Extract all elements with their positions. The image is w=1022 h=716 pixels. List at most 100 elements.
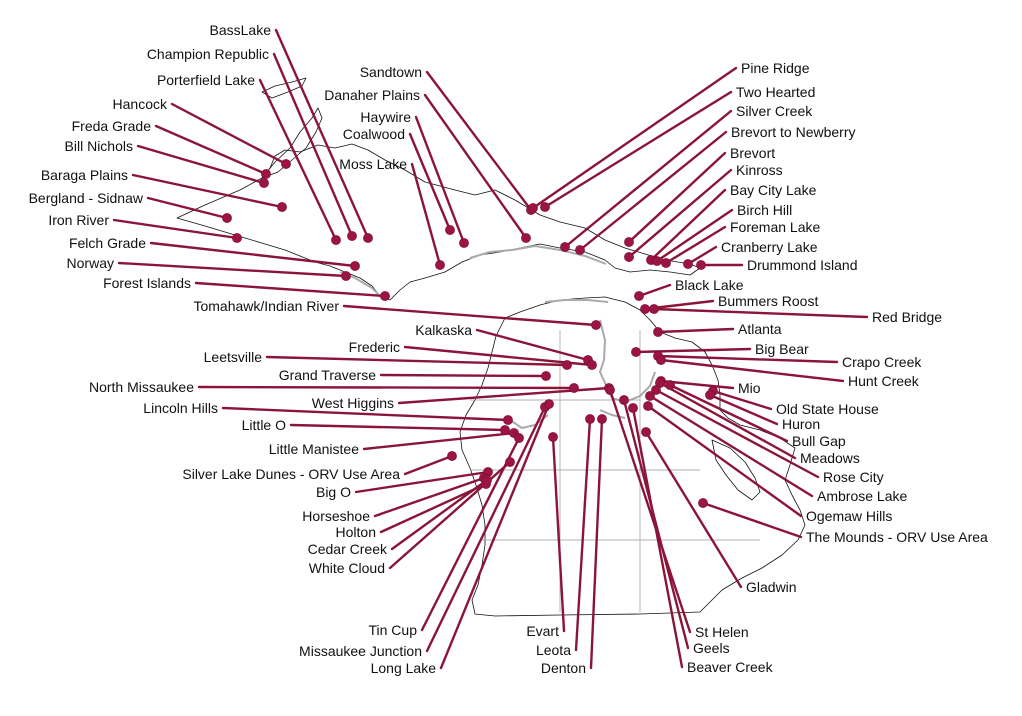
trail-marker-beaver-creek[interactable] <box>628 403 638 413</box>
trail-label-north-missaukee: North Missaukee <box>89 379 194 395</box>
leader-line-lincoln-hills <box>221 406 510 422</box>
trail-label-black-lake: Black Lake <box>675 277 744 293</box>
trail-label-ambrose-lake: Ambrose Lake <box>817 488 907 504</box>
trail-label-frederic: Frederic <box>349 339 400 355</box>
leader-line-old-state-house <box>711 389 773 411</box>
trail-marker-champion-republic[interactable] <box>347 231 357 241</box>
trail-marker-foreman-lake[interactable] <box>661 258 671 268</box>
trail-marker-moss-lake[interactable] <box>435 260 445 270</box>
trail-marker-two-hearted[interactable] <box>540 202 550 212</box>
trail-marker-haywire[interactable] <box>459 238 469 248</box>
trail-marker-porterfield-lake[interactable] <box>331 235 341 245</box>
leader-line-pine-ridge <box>531 66 738 210</box>
trail-marker-silver-lake-dunes-orv-use-area[interactable] <box>447 451 457 461</box>
leader-line-silver-lake-dunes-orv-use-area <box>403 454 454 476</box>
leader-line-sandtown <box>425 70 533 212</box>
trail-marker-baraga-plains[interactable] <box>277 202 287 212</box>
trail-marker-kinross[interactable] <box>624 252 634 262</box>
trail-marker-brevort[interactable] <box>624 237 634 247</box>
trail-marker-evart[interactable] <box>548 432 558 442</box>
trail-marker-iron-river[interactable] <box>232 233 242 243</box>
trail-marker-bergland-sidnaw[interactable] <box>222 213 232 223</box>
trail-marker-grand-traverse[interactable] <box>541 371 551 381</box>
trail-marker-coalwood[interactable] <box>445 225 455 235</box>
leader-line-missaukee-junction <box>425 405 547 653</box>
trail-marker-black-lake[interactable] <box>634 291 644 301</box>
leader-line-leota <box>574 417 592 652</box>
trail-marker-white-cloud[interactable] <box>505 457 515 467</box>
trail-marker-north-missaukee[interactable] <box>569 383 579 393</box>
trail-marker-hunt-creek[interactable] <box>656 355 666 365</box>
trail-marker-leota[interactable] <box>585 414 595 424</box>
leader-line-forest-islands <box>194 281 387 298</box>
trail-marker-st-helen[interactable] <box>605 385 615 395</box>
coastline-3 <box>261 77 307 99</box>
trail-marker-atlanta[interactable] <box>653 327 663 337</box>
trail-marker-little-o[interactable] <box>500 425 510 435</box>
trail-label-crapo-creek: Crapo Creek <box>842 354 922 370</box>
trail-marker-red-bridge[interactable] <box>649 304 659 314</box>
trail-marker-felch-grade[interactable] <box>350 261 360 271</box>
trail-marker-gladwin[interactable] <box>641 427 651 437</box>
trail-marker-ambrose-lake[interactable] <box>645 391 655 401</box>
trail-marker-norway[interactable] <box>341 271 351 281</box>
leader-line-red-bridge <box>652 307 869 319</box>
trail-label-champion-republic: Champion Republic <box>147 46 269 62</box>
trail-marker-hancock[interactable] <box>281 159 291 169</box>
trail-marker-basslake[interactable] <box>363 233 373 243</box>
trail-marker-denton[interactable] <box>597 414 607 424</box>
trail-marker-big-bear[interactable] <box>631 347 641 357</box>
trail-marker-rose-city[interactable] <box>651 385 661 395</box>
trail-label-big-o: Big O <box>316 484 351 500</box>
trail-marker-long-lake[interactable] <box>544 399 554 409</box>
trail-marker-danaher-plains[interactable] <box>521 233 531 243</box>
trail-label-little-o: Little O <box>242 417 286 433</box>
trail-label-hunt-creek: Hunt Creek <box>848 373 920 389</box>
leader-line-long-lake <box>439 402 551 670</box>
trail-label-tomahawk-indian-river: Tomahawk/Indian River <box>193 298 339 314</box>
leader-line-ambrose-lake <box>648 394 814 498</box>
trail-marker-freda-grade[interactable] <box>261 169 271 179</box>
trail-marker-silver-creek[interactable] <box>560 242 570 252</box>
trail-marker-the-mounds-orv-use-area[interactable] <box>698 498 708 508</box>
trail-label-leetsville: Leetsville <box>204 349 263 365</box>
trail-label-baraga-plains: Baraga Plains <box>41 167 128 183</box>
trail-marker-geels[interactable] <box>619 395 629 405</box>
trail-marker-bull-gap[interactable] <box>665 380 675 390</box>
trail-marker-leetsville[interactable] <box>562 360 572 370</box>
trail-marker-tin-cup[interactable] <box>514 433 524 443</box>
trail-label-kinross: Kinross <box>736 162 783 178</box>
leader-line-evart <box>551 435 566 633</box>
trail-label-two-hearted: Two Hearted <box>736 84 815 100</box>
trail-marker-huron[interactable] <box>705 390 715 400</box>
leader-line-haywire <box>414 115 466 245</box>
trail-marker-birch-hill[interactable] <box>652 256 662 266</box>
trail-label-long-lake: Long Lake <box>371 660 437 676</box>
trail-marker-drummond-island[interactable] <box>696 260 706 270</box>
trail-label-bull-gap: Bull Gap <box>792 433 846 449</box>
trail-label-bummers-roost: Bummers Roost <box>718 293 818 309</box>
trail-label-brevort-to-newberry: Brevort to Newberry <box>731 124 855 140</box>
trail-marker-cedar-creek[interactable] <box>482 475 492 485</box>
trail-label-felch-grade: Felch Grade <box>69 235 146 251</box>
trail-marker-forest-islands[interactable] <box>380 291 390 301</box>
trail-marker-tomahawk-indian-river[interactable] <box>591 320 601 330</box>
trail-label-bill-nichols: Bill Nichols <box>65 138 133 154</box>
trail-label-leota: Leota <box>536 642 571 658</box>
trail-label-foreman-lake: Foreman Lake <box>730 219 820 235</box>
trail-marker-pine-ridge[interactable] <box>528 203 538 213</box>
trail-marker-ogemaw-hills[interactable] <box>643 401 653 411</box>
trail-marker-cranberry-lake[interactable] <box>683 259 693 269</box>
trail-marker-lincoln-hills[interactable] <box>503 415 513 425</box>
leader-line-meadows <box>658 381 797 460</box>
trail-label-pine-ridge: Pine Ridge <box>741 60 810 76</box>
trail-marker-bummers-roost[interactable] <box>640 304 650 314</box>
trail-marker-brevort-to-newberry[interactable] <box>575 245 585 255</box>
trail-marker-frederic[interactable] <box>587 360 597 370</box>
trail-label-mio: Mio <box>738 380 761 396</box>
trail-label-holton: Holton <box>336 524 376 540</box>
trail-label-gladwin: Gladwin <box>746 579 797 595</box>
trail-marker-bill-nichols[interactable] <box>259 178 269 188</box>
